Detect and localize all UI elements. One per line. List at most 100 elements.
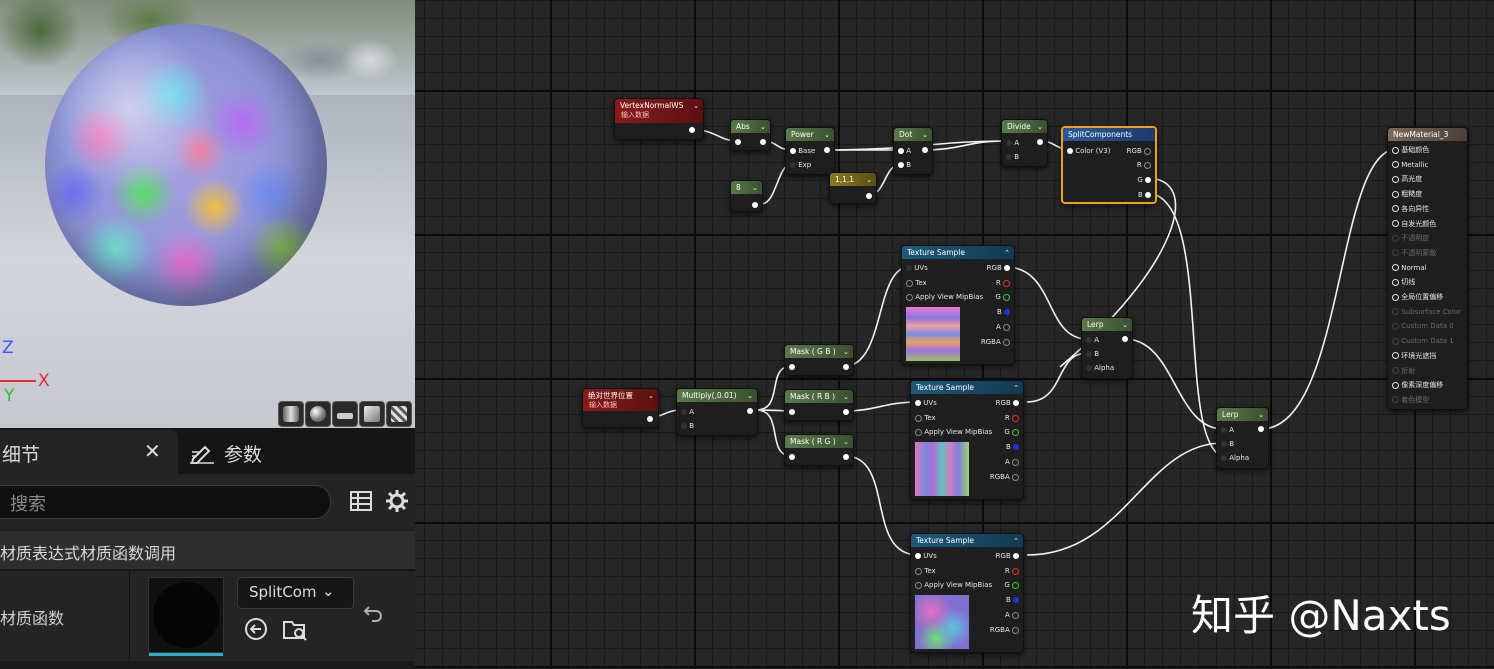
pin-rgb-out[interactable]: RGB bbox=[1127, 147, 1151, 155]
output-pin[interactable] bbox=[752, 202, 758, 208]
material-pin[interactable]: 各向异性 bbox=[1392, 205, 1429, 213]
search-input[interactable]: 搜索 bbox=[0, 485, 331, 519]
pin-b-out[interactable]: B bbox=[1138, 191, 1151, 199]
pin-r-out[interactable]: R bbox=[1137, 161, 1151, 169]
pin-a[interactable]: A bbox=[898, 147, 911, 155]
pin-a-out[interactable]: A bbox=[996, 323, 1010, 331]
pin-a-out[interactable]: A bbox=[1005, 611, 1019, 619]
pin-b[interactable]: B bbox=[1006, 153, 1019, 161]
cube-preview-button[interactable] bbox=[359, 401, 385, 427]
section-header[interactable]: 材质表达式材质函数调用 bbox=[0, 531, 415, 569]
reset-arrow-icon[interactable] bbox=[363, 604, 383, 622]
material-pin[interactable]: Custom Data 0 bbox=[1392, 322, 1454, 330]
node-texture-sample-3[interactable]: Texture Sample ⌃ UVs Tex Apply View MipB… bbox=[910, 533, 1024, 653]
output-pin[interactable] bbox=[922, 147, 928, 153]
pin-rgba-out[interactable]: RGBA bbox=[990, 473, 1019, 481]
pin-a[interactable]: A bbox=[1221, 426, 1234, 434]
pin-b[interactable]: B bbox=[898, 161, 911, 169]
node-mask-gb[interactable]: Mask ( G B ) ⌄ bbox=[784, 344, 854, 376]
node-material-output[interactable]: NewMaterial_3 基础颜色 Metallic 高光度 粗糙度 各向异性… bbox=[1387, 127, 1468, 410]
tab-details[interactable]: 细节 ✕ bbox=[0, 430, 178, 474]
output-pin[interactable] bbox=[866, 193, 872, 199]
node-texture-sample-1[interactable]: Texture Sample ⌃ UVs Tex Apply View MipB… bbox=[901, 245, 1015, 365]
pin-mipbias[interactable]: Apply View MipBias bbox=[915, 581, 992, 589]
pin-b[interactable]: B bbox=[681, 422, 694, 430]
pin-rgb-out[interactable]: RGB bbox=[996, 552, 1019, 560]
pin-alpha[interactable]: Alpha bbox=[1086, 364, 1114, 372]
pin-a[interactable]: A bbox=[681, 408, 694, 416]
pin-rgba-out[interactable]: RGBA bbox=[990, 626, 1019, 634]
pin-tex[interactable]: Tex bbox=[915, 414, 936, 422]
material-pin[interactable]: Custom Data 1 bbox=[1392, 337, 1454, 345]
node-world-position[interactable]: 绝对世界位置 ⌄ 输入数据 bbox=[582, 388, 659, 428]
material-pin[interactable]: 全局位置偏移 bbox=[1392, 293, 1443, 301]
pin-b[interactable]: B bbox=[1221, 440, 1234, 448]
sphere-preview-button[interactable] bbox=[305, 401, 331, 427]
pin-g-out[interactable]: G bbox=[1004, 581, 1019, 589]
material-pin[interactable]: Metallic bbox=[1392, 161, 1428, 169]
pin-b-out[interactable]: B bbox=[997, 308, 1010, 316]
pin-uvs[interactable]: UVs bbox=[915, 552, 937, 560]
pin-rgb-out[interactable]: RGB bbox=[987, 264, 1010, 272]
material-pin[interactable]: 环境光遮挡 bbox=[1392, 352, 1436, 360]
pin-rgba-out[interactable]: RGBA bbox=[981, 338, 1010, 346]
input-pin[interactable] bbox=[789, 454, 795, 460]
pin-exp[interactable]: Exp bbox=[790, 161, 811, 169]
input-pin[interactable] bbox=[789, 409, 795, 415]
pin-a[interactable]: A bbox=[1086, 336, 1099, 344]
pin-a[interactable]: A bbox=[1006, 139, 1019, 147]
cylinder-preview-button[interactable] bbox=[278, 401, 304, 427]
browse-folder-icon[interactable] bbox=[282, 616, 308, 642]
material-pin[interactable]: 像素深度偏移 bbox=[1392, 381, 1443, 389]
pin-g-out[interactable]: G bbox=[995, 293, 1010, 301]
node-vertex-normal[interactable]: VertexNormalWS ⌄ 输入数据 bbox=[614, 98, 704, 140]
settings-gear-icon[interactable] bbox=[386, 490, 408, 512]
node-dot[interactable]: Dot ⌄ A B bbox=[893, 127, 933, 175]
plane-preview-button[interactable] bbox=[332, 401, 358, 427]
node-abs[interactable]: Abs ⌄ bbox=[730, 119, 771, 151]
pin-r-out[interactable]: R bbox=[1005, 567, 1019, 575]
material-pin[interactable]: 粗糙度 bbox=[1392, 190, 1422, 198]
input-pin[interactable] bbox=[789, 364, 795, 370]
material-pin[interactable]: 基础颜色 bbox=[1392, 146, 1429, 154]
use-selected-arrow-icon[interactable] bbox=[244, 617, 268, 641]
node-lerp-1[interactable]: Lerp ⌄ A B Alpha bbox=[1081, 317, 1133, 379]
custom-mesh-preview-button[interactable] bbox=[386, 401, 412, 427]
material-preview-viewport[interactable]: Z X Y bbox=[0, 0, 415, 428]
output-pin[interactable] bbox=[689, 127, 695, 133]
node-const-8[interactable]: 8 ⌄ bbox=[730, 180, 763, 212]
pin-uvs[interactable]: UVs bbox=[915, 399, 937, 407]
pin-g-out[interactable]: G bbox=[1137, 176, 1151, 184]
material-pin[interactable]: 高光度 bbox=[1392, 175, 1422, 183]
pin-a-out[interactable]: A bbox=[1005, 458, 1019, 466]
output-pin[interactable] bbox=[1037, 139, 1043, 145]
output-pin[interactable] bbox=[843, 454, 849, 460]
material-pin[interactable]: Normal bbox=[1392, 264, 1427, 272]
function-thumbnail[interactable] bbox=[148, 577, 224, 656]
table-view-icon[interactable] bbox=[350, 491, 372, 511]
material-pin[interactable]: 不透明蒙版 bbox=[1392, 249, 1436, 257]
pin-r-out[interactable]: R bbox=[1005, 414, 1019, 422]
output-pin[interactable] bbox=[760, 139, 766, 145]
material-pin[interactable]: 不透明度 bbox=[1392, 234, 1429, 242]
pin-uvs[interactable]: UVs bbox=[906, 264, 928, 272]
pin-tex[interactable]: Tex bbox=[906, 279, 927, 287]
output-pin[interactable] bbox=[1122, 336, 1128, 342]
pin-r-out[interactable]: R bbox=[996, 279, 1010, 287]
material-pin[interactable]: 自发光颜色 bbox=[1392, 220, 1436, 228]
pin-b-out[interactable]: B bbox=[1006, 596, 1019, 604]
pin-rgb-out[interactable]: RGB bbox=[996, 399, 1019, 407]
node-power[interactable]: Power ⌄ Base Exp bbox=[785, 127, 835, 175]
material-pin[interactable]: Subsurface Color bbox=[1392, 308, 1461, 316]
material-pin[interactable]: 着色模型 bbox=[1392, 396, 1429, 404]
material-pin[interactable]: 折射 bbox=[1392, 367, 1415, 375]
pin-color-v3[interactable]: Color (V3) bbox=[1067, 147, 1110, 155]
material-pin[interactable]: 切线 bbox=[1392, 278, 1415, 286]
output-pin[interactable] bbox=[647, 416, 653, 422]
node-mask-rg[interactable]: Mask ( R G ) ⌄ bbox=[784, 434, 854, 466]
output-pin[interactable] bbox=[843, 364, 849, 370]
node-lerp-2[interactable]: Lerp ⌄ A B Alpha bbox=[1216, 407, 1269, 469]
pin-b-out[interactable]: B bbox=[1006, 443, 1019, 451]
pin-base[interactable]: Base bbox=[790, 147, 815, 155]
node-divide[interactable]: Divide ⌄ A B bbox=[1001, 119, 1048, 167]
